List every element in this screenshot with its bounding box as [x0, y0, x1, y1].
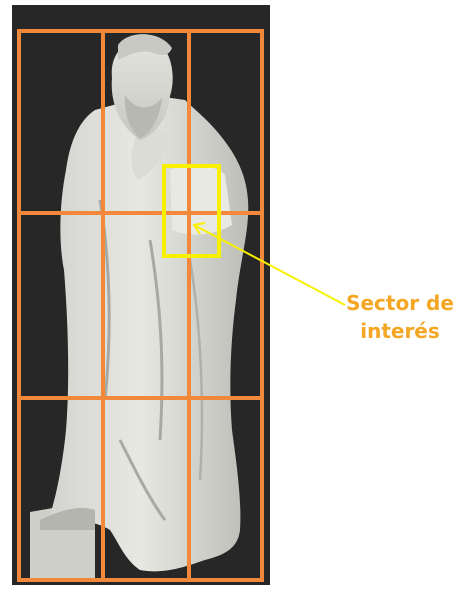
roi-box-icon	[162, 164, 221, 258]
grid-overlay-icon	[17, 29, 264, 582]
pointer-arrow-icon	[192, 222, 346, 306]
callout-line-2: interés	[360, 319, 440, 343]
callout-line-1: Sector de	[346, 291, 454, 315]
grid-outer-frame	[17, 29, 264, 582]
callout-label: Sector de interés	[330, 289, 469, 345]
